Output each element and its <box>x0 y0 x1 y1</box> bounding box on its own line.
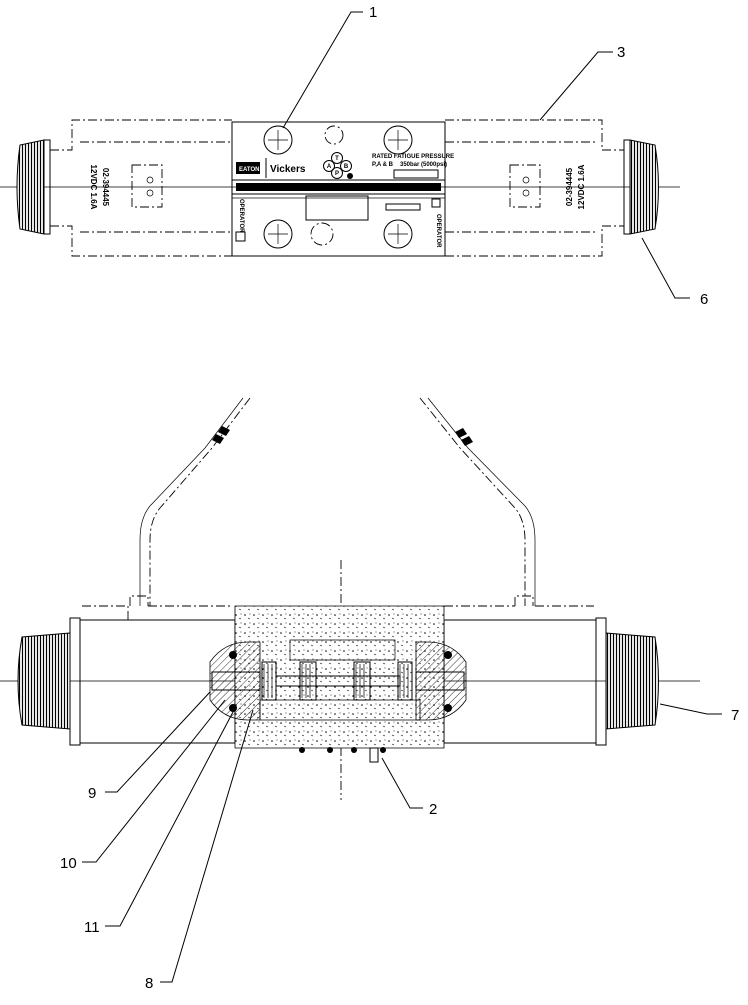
mounting-bolt-icon <box>263 125 413 249</box>
right-end-plate <box>595 617 607 746</box>
callout-2: 2 <box>429 801 437 818</box>
port-b: B <box>344 164 349 170</box>
callout-6: 6 <box>700 291 708 308</box>
callout-11: 11 <box>84 919 100 936</box>
brand-name: Vickers <box>270 164 306 175</box>
plate-line: P,A & B <box>372 162 394 168</box>
left-coil-label-1: 02-394445 <box>101 168 110 207</box>
top-view: 02-394445 12VDC 1.6A 02-394445 12VDC 1.6… <box>0 119 680 257</box>
right-solenoid-housing <box>443 619 597 744</box>
callout-7: 7 <box>731 707 739 724</box>
right-coil-label-2: 12VDC 1.6A <box>577 164 586 209</box>
left-solenoid-phantom <box>50 119 232 257</box>
right-knurled-nut-top <box>623 139 659 235</box>
port-p: P <box>335 171 339 177</box>
o-ring-icon <box>229 651 452 753</box>
eaton-logo-icon <box>236 162 260 174</box>
valve-body-top: T A B P EATON Vickers RATED FATIGUE PRES… <box>231 121 454 257</box>
port-t: T <box>335 156 339 162</box>
section-view <box>0 397 700 800</box>
callout-leaders <box>82 11 722 983</box>
operator-label-left: OPERATOR <box>238 199 244 233</box>
valve-body-section <box>234 605 445 749</box>
callout-8: 8 <box>145 975 153 992</box>
callout-3: 3 <box>617 44 625 61</box>
callout-10: 10 <box>60 855 77 872</box>
left-wire-lead <box>139 397 251 606</box>
port-a: A <box>327 164 332 170</box>
port-symbol-icon: T A B P <box>323 152 353 179</box>
right-knurled-nut-section <box>605 632 659 730</box>
brand-logo-text: EATON <box>239 167 259 173</box>
spool <box>261 661 413 701</box>
pin <box>369 747 379 763</box>
left-knurled-nut-section <box>17 632 71 730</box>
plate-title: RATED FATIGUE PRESSURE <box>372 154 454 160</box>
operator-label-right: OPERATOR <box>435 214 441 248</box>
right-armature-housing <box>415 641 467 721</box>
left-knurled-nut-top <box>16 139 51 235</box>
right-wire-lead <box>419 397 536 606</box>
left-coil-label-2: 12VDC 1.6A <box>89 165 98 210</box>
left-end-plate <box>69 617 81 746</box>
callout-9: 9 <box>88 785 96 802</box>
right-solenoid-phantom <box>445 119 624 257</box>
right-coil-label-1: 02-394445 <box>565 167 574 206</box>
plate-value: 350bar (5000psi) <box>400 162 447 168</box>
callout-1: 1 <box>369 4 377 21</box>
